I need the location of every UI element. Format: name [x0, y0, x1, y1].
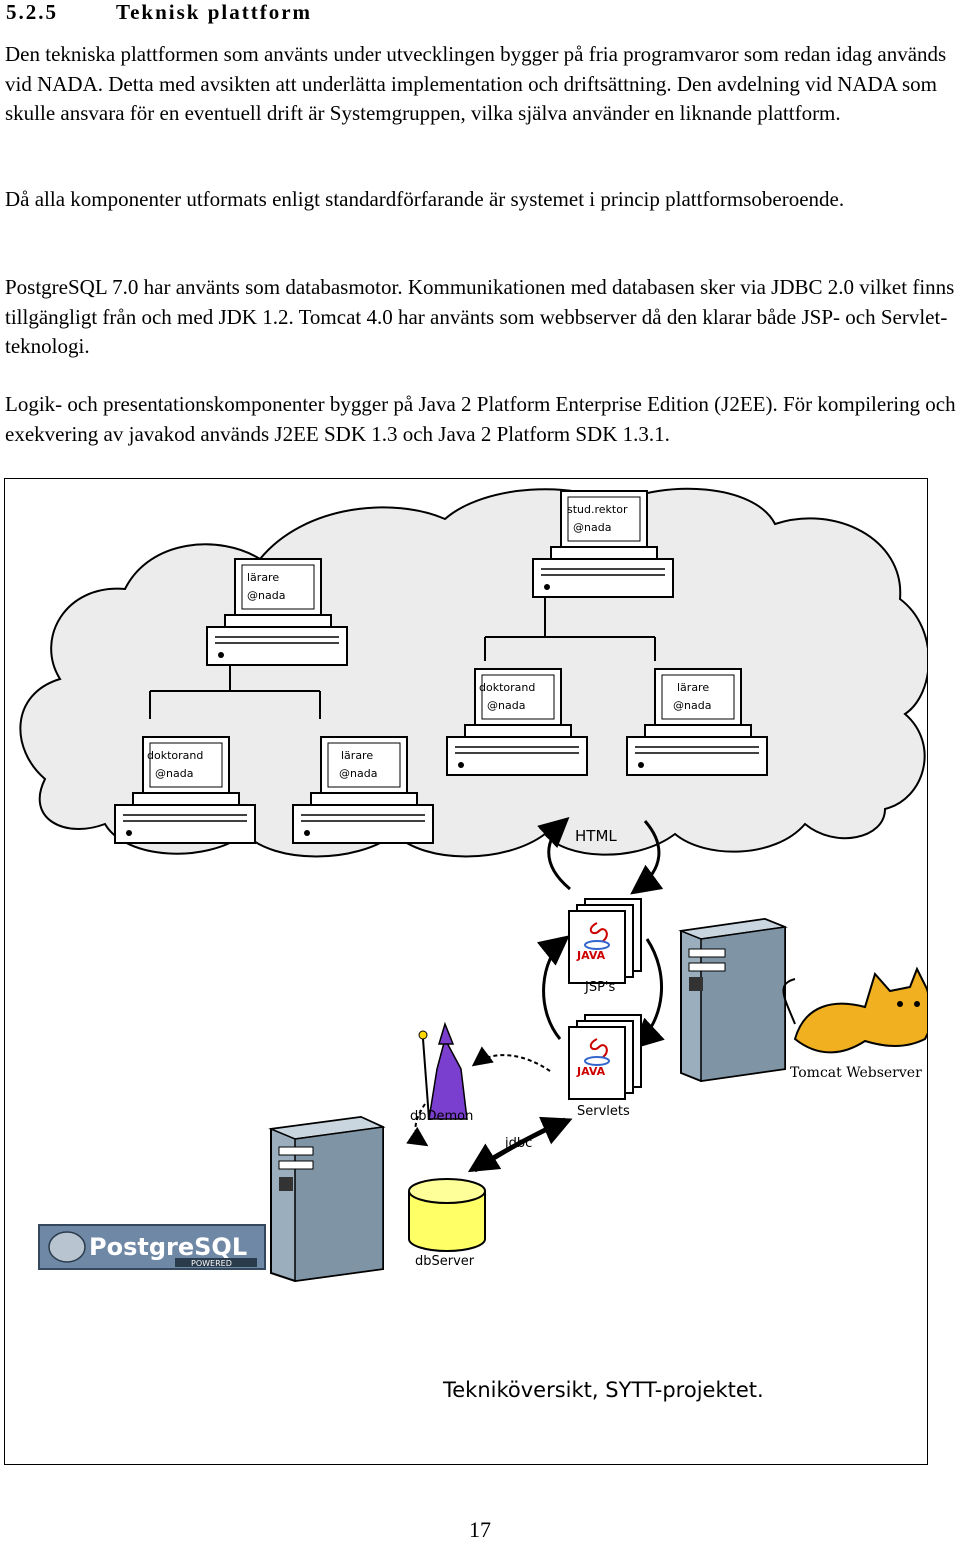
tomcat-server-tower: [678, 917, 788, 1083]
paragraph-independence: Då alla komponenter utformats enligt sta…: [5, 187, 845, 211]
servlet-documents: JAVA: [568, 1014, 642, 1100]
postgres-server-tower: [268, 1115, 386, 1283]
jsp-documents: JAVA: [568, 898, 642, 984]
paragraph-database: PostgreSQL 7.0 har använts som databasmo…: [5, 275, 955, 358]
svg-text:@nada: @nada: [673, 699, 711, 712]
svg-text:@nada: @nada: [247, 589, 285, 602]
svg-text:@nada: @nada: [573, 521, 611, 534]
svg-text:lärare: lärare: [247, 571, 279, 584]
network-lines: [149, 594, 656, 719]
paragraph-platform: Den tekniska plattformen som använts und…: [5, 42, 947, 125]
terminal-stud-rektor: stud.rektor @nada: [532, 490, 674, 598]
terminal-doktorand-1: doktorand @nada: [446, 668, 588, 776]
jsps-label: JSP's: [584, 980, 615, 995]
terminal-larare-2: lärare @nada: [626, 668, 768, 776]
terminal-doktorand-2: doktorand @nada: [114, 736, 256, 844]
wizard-icon: [418, 1021, 468, 1120]
terminal-larare-3: lärare @nada: [292, 736, 434, 844]
figure-caption: Tekniköversikt, SYTT-projektet.: [442, 1378, 764, 1402]
svg-text:PostgreSQL: PostgreSQL: [89, 1233, 247, 1261]
section-number: 5.2.5: [6, 0, 58, 24]
svg-text:JAVA: JAVA: [576, 949, 606, 962]
section-heading: 5.2.5 Teknisk plattform: [6, 0, 312, 25]
architecture-figure: stud.rektor @nada lärare @nada doktorand…: [4, 478, 928, 1465]
svg-text:lärare: lärare: [677, 681, 709, 694]
html-label: HTML: [575, 827, 617, 845]
svg-text:doktorand: doktorand: [479, 681, 535, 694]
servlets-label: Servlets: [577, 1104, 630, 1119]
svg-text:@nada: @nada: [487, 699, 525, 712]
dbserver-cylinder: [408, 1178, 486, 1252]
svg-text:lärare: lärare: [341, 749, 373, 762]
svg-text:JAVA: JAVA: [576, 1065, 606, 1078]
svg-text:stud.rektor: stud.rektor: [567, 503, 628, 516]
postgresql-powered-logo: PostgreSQL POWERED: [38, 1224, 266, 1270]
terminal-larare-1: lärare @nada: [206, 558, 348, 666]
dbserver-label: dbServer: [415, 1254, 475, 1269]
paragraph-j2ee: Logik- och presentationskomponenter bygg…: [5, 392, 956, 446]
page-number: 17: [469, 1517, 491, 1542]
tomcat-label: Tomcat Webserver: [790, 1065, 922, 1081]
dbdemon-label: dbDemon: [410, 1109, 473, 1124]
svg-text:@nada: @nada: [339, 767, 377, 780]
svg-text:doktorand: doktorand: [147, 749, 203, 762]
section-title: Teknisk plattform: [116, 0, 313, 24]
tomcat-cat-logo: [782, 966, 927, 1054]
svg-text:@nada: @nada: [155, 767, 193, 780]
svg-text:POWERED: POWERED: [191, 1259, 232, 1268]
